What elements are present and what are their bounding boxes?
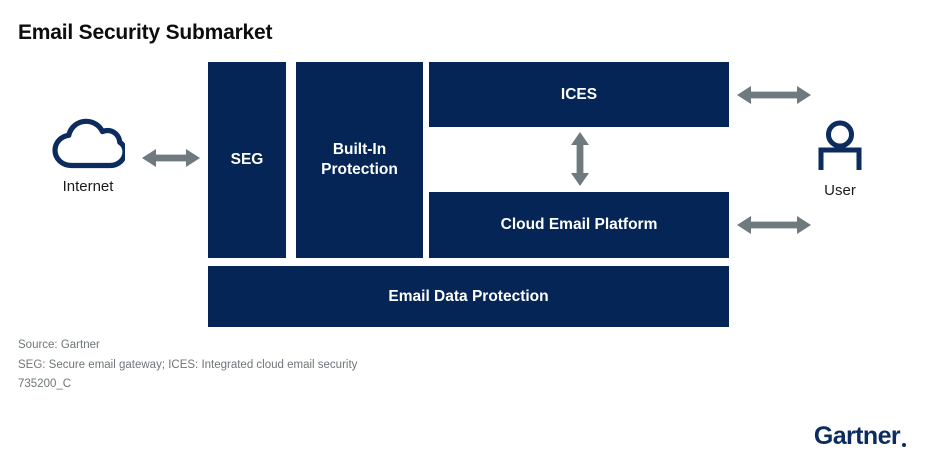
endpoint-internet-label: Internet — [62, 178, 114, 195]
box-seg-label: SEG — [230, 151, 264, 169]
gartner-logo: Gartner — [814, 424, 906, 449]
arrow-cloud-email-platform-to-user — [737, 214, 811, 236]
box-built-in-protection: Built-In Protection — [296, 62, 423, 258]
endpoint-user-label: User — [824, 182, 856, 199]
footnote-abbreviations: SEG: Secure email gateway; ICES: Integra… — [18, 358, 358, 371]
gartner-logo-dot — [902, 443, 906, 447]
box-seg: SEG — [208, 62, 286, 258]
endpoint-internet: Internet — [38, 118, 138, 194]
endpoint-user: User — [794, 118, 886, 198]
arrow-internet-to-seg — [142, 147, 200, 169]
box-cloud-email-platform-label: Cloud Email Platform — [500, 216, 658, 234]
cloud-icon — [51, 118, 128, 175]
box-email-data-protection: Email Data Protection — [208, 266, 729, 327]
footnote-source: Source: Gartner — [18, 339, 100, 351]
footnotes: Source: Gartner SEG: Secure email gatewa… — [18, 336, 357, 395]
gartner-logo-wordmark: Gartner — [813, 422, 901, 450]
box-cloud-email-platform: Cloud Email Platform — [429, 192, 729, 258]
box-ices-label: ICES — [560, 85, 598, 103]
arrow-ices-to-cloud-email-platform — [569, 132, 591, 186]
user-icon — [812, 118, 868, 179]
box-email-data-protection-label: Email Data Protection — [388, 287, 549, 305]
footnote-doc-id: 735200_C — [18, 378, 72, 390]
arrow-ices-to-user — [737, 84, 811, 106]
page-title: Email Security Submarket — [18, 21, 273, 44]
box-built-in-protection-label: Built-In Protection — [321, 141, 398, 178]
box-ices: ICES — [429, 62, 729, 127]
